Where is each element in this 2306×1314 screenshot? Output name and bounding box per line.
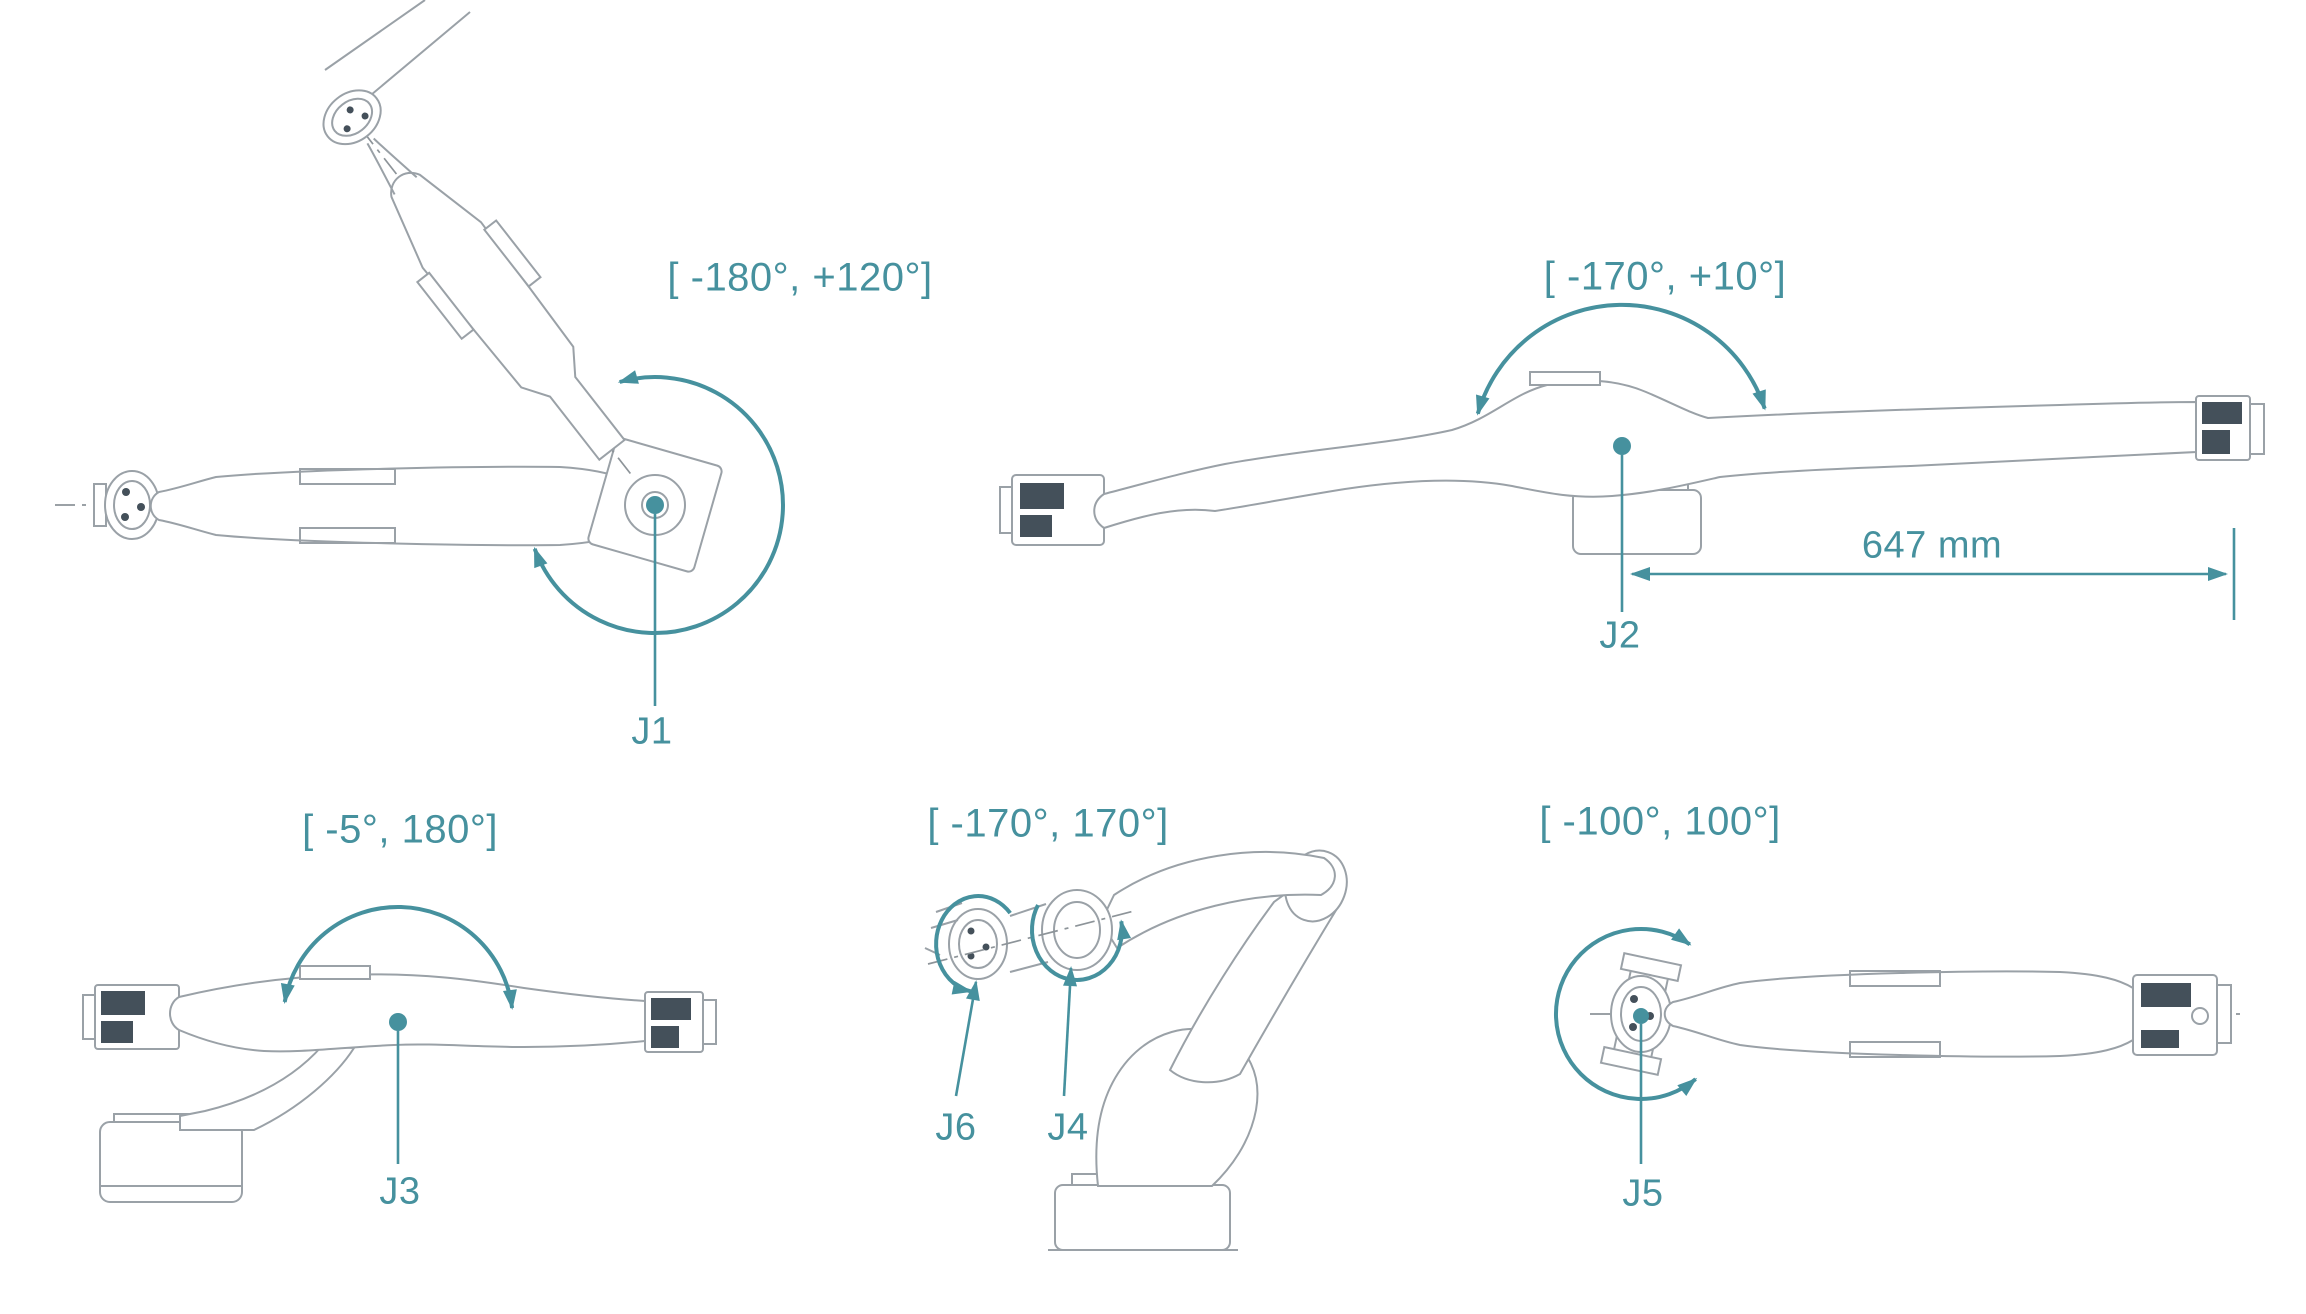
j2-dimension-label: 647 mm (1861, 524, 2003, 567)
j2-joint-label: J2 (1599, 614, 1641, 657)
j3-joint-label: J3 (379, 1170, 421, 1213)
j2-range-label: [ -170°, +10°] (1543, 254, 1787, 299)
robot-view-j5 (1554, 926, 2240, 1164)
j1-range-label: [ -180°, +120°] (667, 255, 933, 300)
j3-range-label: [ -5°, 180°] (302, 807, 498, 852)
j1-joint-label: J1 (631, 710, 673, 753)
j2-rotation-annotation (1475, 302, 1767, 612)
j6-rotation-annotation (934, 894, 1012, 1097)
j5-joint-label: J5 (1622, 1172, 1664, 1215)
dimension-647mm (1630, 528, 2236, 620)
j1-rotation-annotation (532, 370, 785, 706)
robot-view-j4-j6 (924, 849, 1348, 1251)
j4-joint-label: J4 (1047, 1106, 1089, 1149)
j4-j6-range-label: [ -170°, 170°] (927, 801, 1169, 846)
j6-joint-label: J6 (935, 1106, 977, 1149)
j3-rotation-annotation (280, 904, 517, 1164)
j5-range-label: [ -100°, 100°] (1539, 799, 1781, 844)
robot-view-j3 (82, 904, 717, 1203)
robot-view-j2 (999, 302, 2265, 620)
j5-rotation-annotation (1554, 926, 1698, 1164)
robot-view-j1 (55, 0, 785, 706)
j4-rotation-annotation (1030, 904, 1132, 1097)
